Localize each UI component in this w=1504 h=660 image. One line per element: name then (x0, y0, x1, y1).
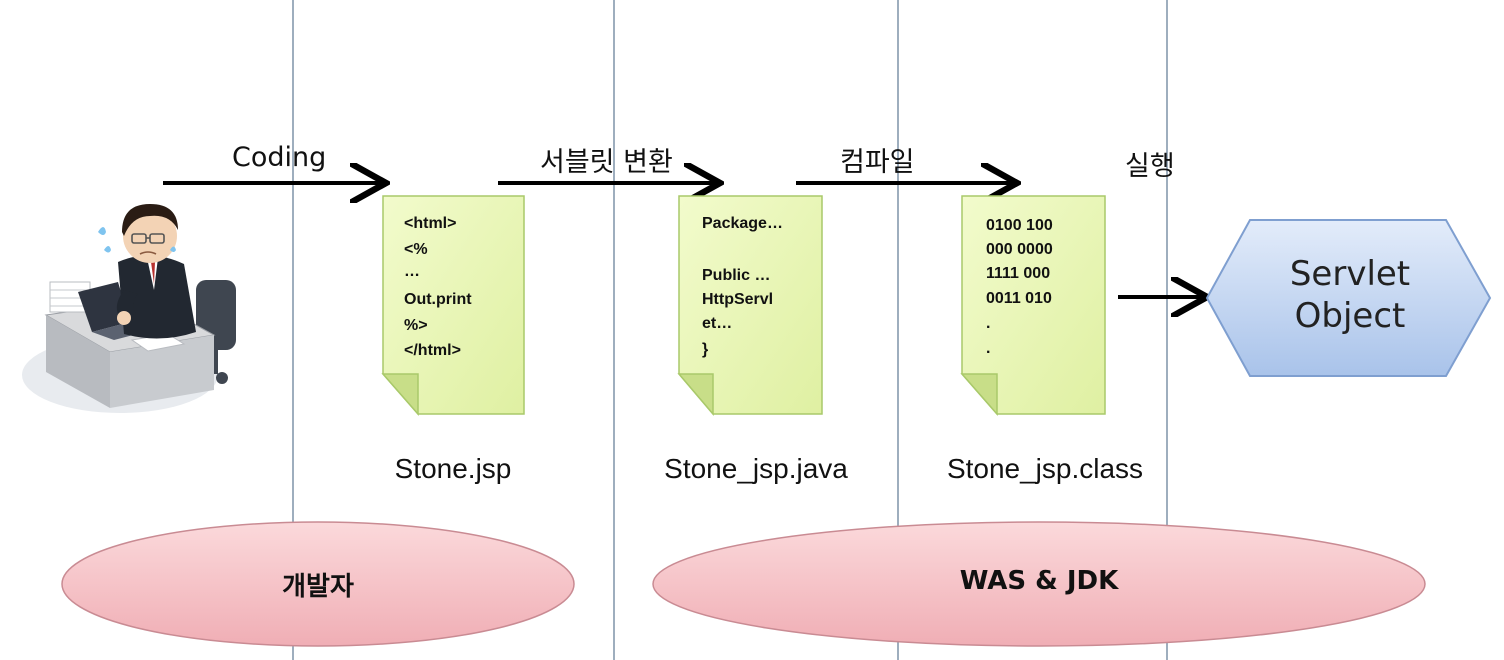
class-line: . (986, 315, 991, 332)
java-line: Package… (702, 215, 783, 232)
class-line: 0011 010 (986, 290, 1052, 307)
jsp-document-shape (381, 195, 525, 416)
class-line: 1111 000 (986, 265, 1051, 282)
java-line: } (702, 341, 709, 358)
class-line: . (986, 340, 991, 357)
servlet-object-line-2: Object (1294, 296, 1406, 336)
jsp-line: <% (404, 241, 428, 258)
java-line: HttpServl (702, 291, 774, 308)
jsp-line: </html> (404, 342, 461, 359)
jsp-line: <html> (404, 215, 457, 232)
java-line: Public … (702, 267, 771, 284)
role-label-was-jdk: WAS & JDK (959, 566, 1119, 596)
servlet-object-line-1: Servlet (1289, 254, 1411, 294)
stage-label-coding: Coding (232, 142, 327, 173)
jsp-line: %> (404, 317, 428, 334)
java-document-shape (677, 195, 823, 417)
servlet-object-hexagon (1205, 219, 1492, 377)
role-label-developer: 개발자 (282, 572, 354, 602)
was-jdk-ellipse (652, 521, 1426, 647)
file-name-java: Stone_jsp.java (664, 453, 848, 484)
developer-ellipse (61, 521, 575, 647)
java-line: et… (702, 315, 733, 332)
class-line: 0100 100 (986, 217, 1053, 234)
developer-at-desk-icon (22, 204, 236, 413)
stage-label-servlet-convert: 서블릿 변환 (540, 147, 673, 178)
stage-label-compile: 컴파일 (840, 147, 915, 178)
jsp-line: … (404, 263, 420, 280)
class-document-shape (960, 195, 1106, 416)
file-name-class: Stone_jsp.class (946, 453, 1144, 484)
jsp-line: Out.print (404, 291, 472, 308)
stage-label-execute: 실행 (1125, 151, 1175, 182)
file-name-jsp: Stone.jsp (394, 453, 512, 484)
class-line: 000 0000 (986, 241, 1053, 258)
servlet-object-label: Servlet Object (1230, 253, 1470, 337)
